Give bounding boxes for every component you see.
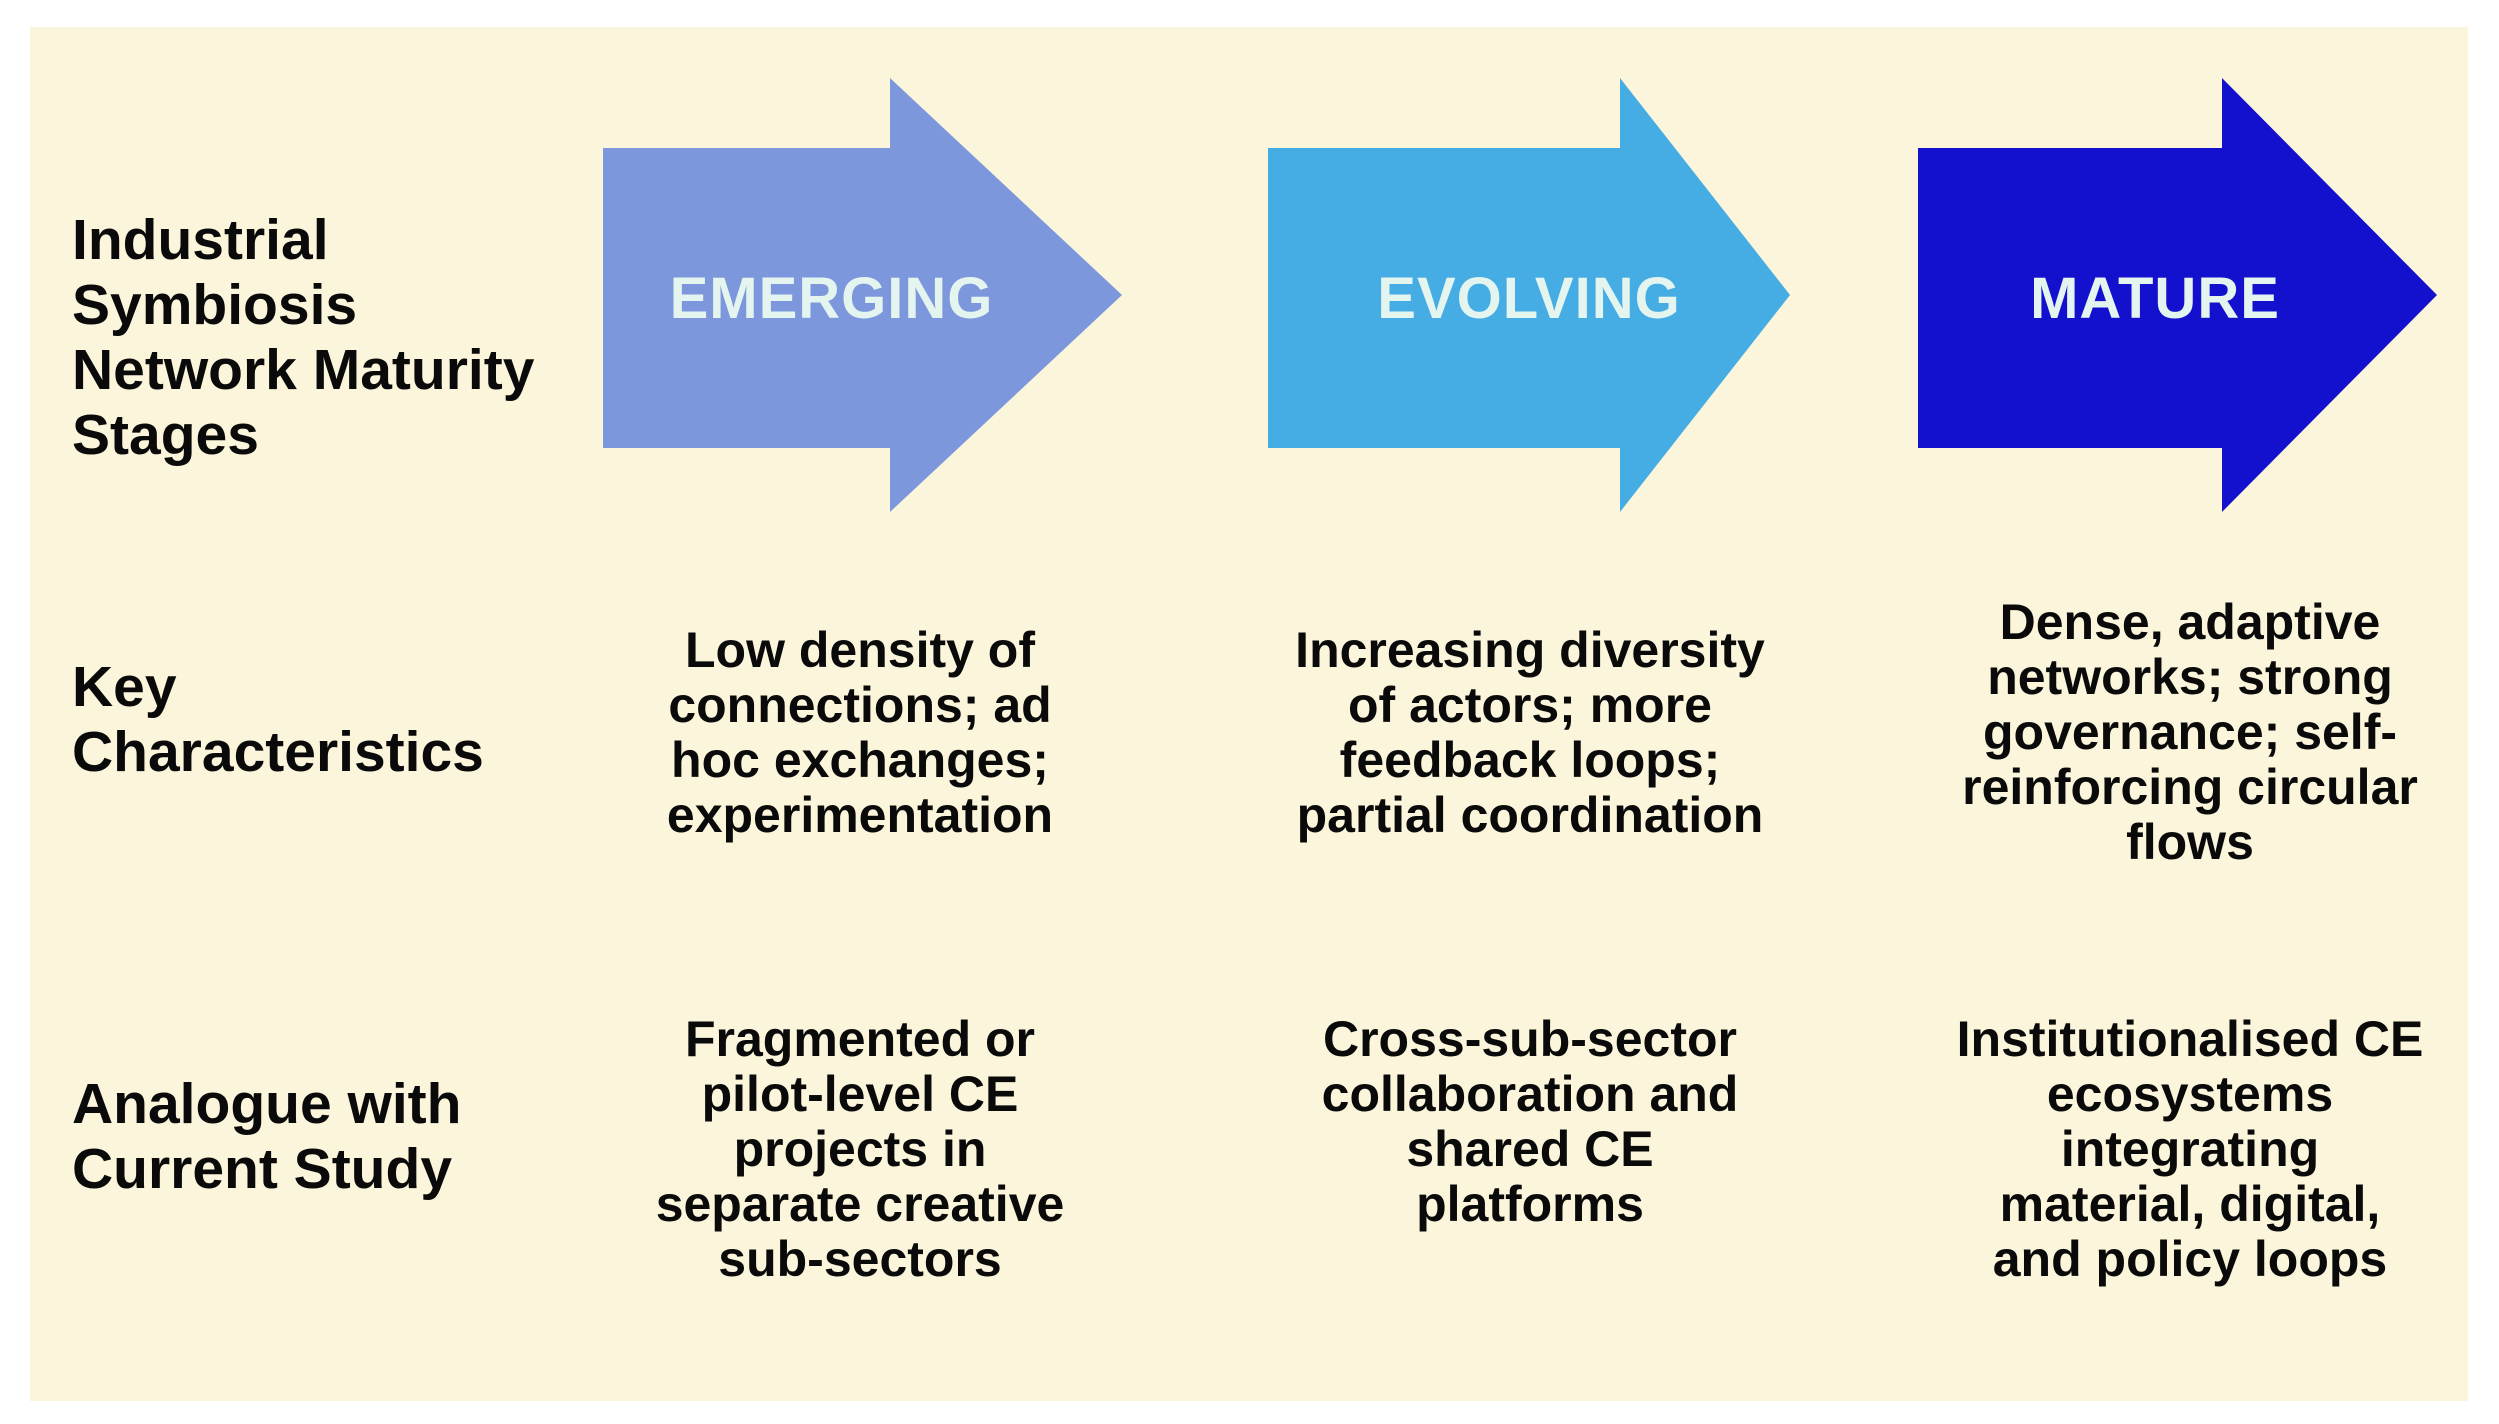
cell-analogue-emerging: Fragmented or pilot-level CE projects in…: [655, 1011, 1065, 1287]
figure-title: Industrial Symbiosis Network Maturity St…: [72, 208, 535, 467]
cell-key-characteristics-mature: Dense, adaptive networks; strong governa…: [1962, 594, 2418, 870]
row-label-analogue-current-study: Analogue with Current Study: [72, 1072, 462, 1201]
arrow-mature-label: MATURE: [2030, 265, 2280, 331]
cell-key-characteristics-emerging: Low density of connections; ad hoc excha…: [666, 621, 1054, 843]
cell-analogue-mature: Institutionalised CE ecosystems integrat…: [1956, 1011, 2424, 1287]
cell-analogue-evolving: Cross-sub-sector collaboration and share…: [1321, 1011, 1739, 1232]
arrow-emerging-label: EMERGING: [669, 265, 994, 331]
cell-key-characteristics-evolving: Increasing diversity of actors; more fee…: [1295, 621, 1765, 843]
arrow-evolving-label: EVOLVING: [1377, 265, 1681, 331]
row-label-key-characteristics: Key Characteristics: [72, 655, 484, 784]
